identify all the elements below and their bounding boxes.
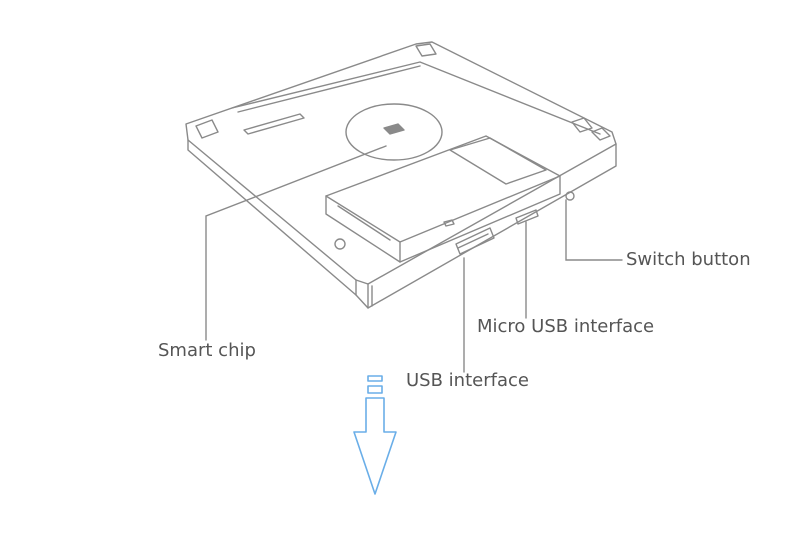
callout-leaders bbox=[205, 145, 623, 373]
switch-button bbox=[565, 191, 575, 201]
leader-switch bbox=[565, 199, 623, 261]
usb-port bbox=[455, 227, 495, 255]
corner-notch-right bbox=[571, 117, 593, 133]
device-left-side bbox=[187, 139, 357, 296]
down-arrow-icon bbox=[353, 375, 397, 495]
screw-hole bbox=[334, 238, 346, 250]
top-rail bbox=[231, 61, 601, 135]
led-indicator bbox=[443, 219, 455, 227]
label-slot bbox=[243, 113, 305, 135]
leader-chip bbox=[205, 145, 387, 341]
center-hub bbox=[345, 103, 443, 161]
callout-micro-usb-interface: Micro USB interface bbox=[477, 316, 655, 337]
device-top-face bbox=[185, 41, 617, 285]
panel-window bbox=[449, 137, 547, 185]
floppy-device-illustration bbox=[185, 41, 617, 309]
callout-usb-interface: USB interface bbox=[406, 370, 529, 391]
callout-switch-button: Switch button bbox=[626, 249, 751, 270]
corner-notch-left bbox=[195, 119, 219, 139]
smart-chip-mark bbox=[383, 123, 405, 135]
micro-usb-port bbox=[515, 209, 539, 225]
corner-notch-top bbox=[415, 43, 437, 57]
callout-smart-chip: Smart chip bbox=[158, 340, 256, 361]
device-front-side bbox=[355, 143, 617, 309]
